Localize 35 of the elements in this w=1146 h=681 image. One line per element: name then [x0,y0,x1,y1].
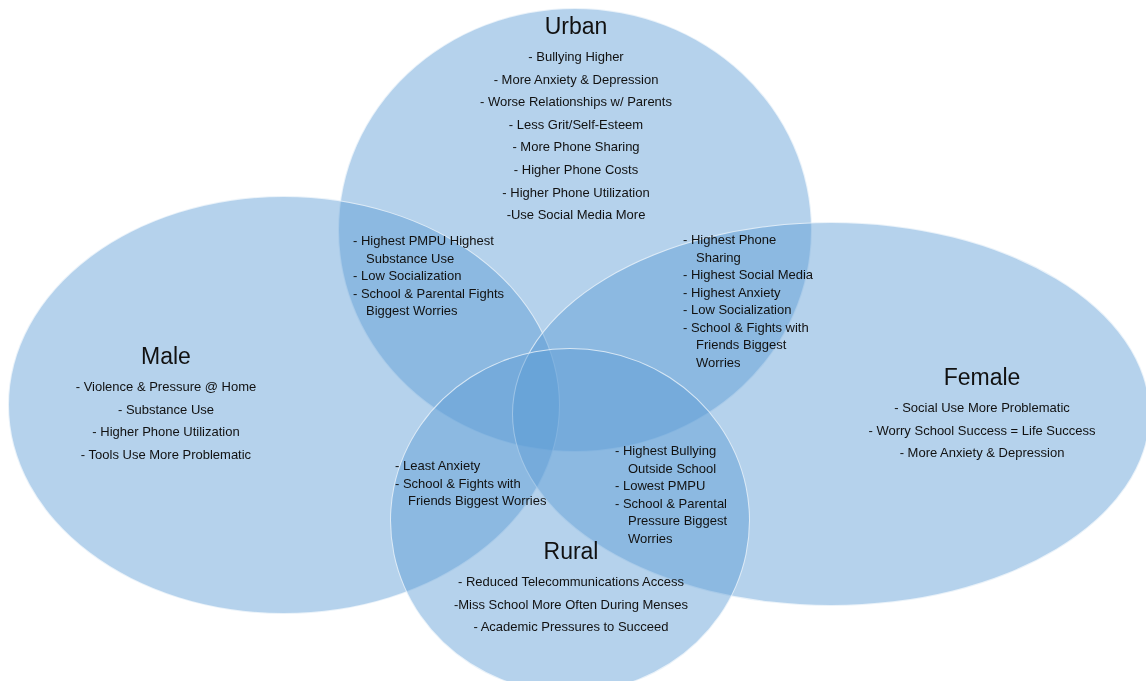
list-item: - Substance Use [117,400,215,419]
overlap-list-item: - Lowest PMPU [615,477,707,495]
overlap-list-item: - Highest Bullying Outside School [615,442,718,477]
list-item: - Social Use More Problematic [894,399,1070,417]
overlap-list-item: - Highest Social Media [683,266,815,284]
set-heading: Urban [544,12,608,41]
overlap-list-item: - Low Socialization [353,267,463,285]
overlap-list-item: - Least Anxiety [395,457,482,475]
overlap-list-item: - Highest Phone Sharing [683,231,778,266]
list-item: - Worry School Success = Life Success [868,421,1096,440]
list-item: - Academic Pressures to Succeed [473,618,669,637]
set-heading: Male [141,342,191,371]
overlap-list-item: - Low Socialization [683,301,793,319]
list-item: -Miss School More Often During Menses [453,595,689,614]
list-item: - Reduced Telecommunications Access [458,573,684,591]
list-item: - More Phone Sharing [512,138,640,157]
set-heading: Female [943,363,1021,392]
list-item: - Higher Phone Costs [513,160,639,179]
list-item: - Violence & Pressure @ Home [75,378,257,396]
overlap-list-item: - School & Parental Pressure Biggest Worries [615,494,728,547]
overlap-list-item: - School & Fights with Friends Biggest Worries [395,474,548,510]
list-item: - Higher Phone Utilization [502,183,650,202]
list-item: - Less Grit/Self-Esteem [508,115,644,134]
list-item: - More Anxiety & Depression [899,444,1065,463]
list-item: - Bullying Higher [528,48,624,66]
list-item: - More Anxiety & Depression [493,70,659,89]
list-item: - Tools Use More Problematic [80,445,252,464]
overlap-list-item: - School & Parental Fights Biggest Worries [353,284,506,320]
set-heading: Rural [543,537,599,566]
overlap-list-item: - Highest PMPU Highest Substance Use [353,232,495,267]
overlap-list-item: - School & Fights with Friends Biggest Worries [683,318,810,371]
overlap-list-item: - Highest Anxiety [683,283,782,301]
list-item: - Higher Phone Utilization [92,423,240,442]
list-item: -Use Social Media More [506,206,646,225]
list-item: - Worse Relationships w/ Parents [480,93,672,112]
